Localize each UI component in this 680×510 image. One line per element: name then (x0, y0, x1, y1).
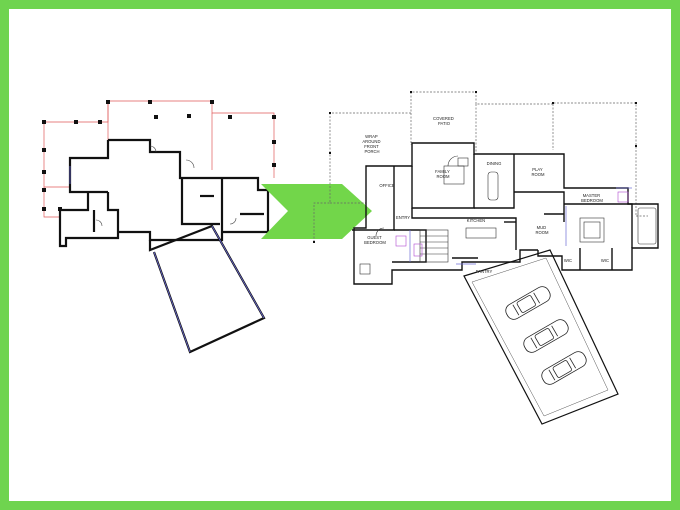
before-columns (42, 100, 276, 211)
label-wrap-porch: WRAP AROUND FRONT PORCH (362, 134, 381, 154)
after-walls (352, 142, 659, 285)
after-garage (463, 249, 619, 425)
label-entry: ENTRY (396, 215, 410, 220)
label-mud-room: MUD ROOM (535, 225, 549, 235)
room-labels: WRAP AROUND FRONT PORCH COVERED PATIO FA… (362, 116, 609, 274)
after-furniture (359, 155, 657, 275)
label-play-room: PLAY ROOM (531, 167, 545, 177)
after-bath-fixtures (395, 191, 629, 257)
transform-arrow (261, 184, 372, 239)
before-doors (95, 145, 237, 227)
after-floor-plan: WRAP AROUND FRONT PORCH COVERED PATIO FA… (313, 91, 659, 425)
garage-cars (505, 286, 587, 385)
label-covered-patio: COVERED PATIO (433, 116, 455, 126)
label-kitchen: KITCHEN (467, 218, 485, 223)
after-columns (313, 91, 637, 243)
before-windows (69, 166, 265, 353)
label-dining: DINING (487, 161, 502, 166)
label-pantry: PANTRY (476, 269, 493, 274)
label-office: OFFICE (379, 183, 395, 188)
label-guest-bedroom: GUEST BEDROOM (364, 235, 386, 245)
before-walls (58, 138, 270, 354)
after-windows (409, 187, 632, 265)
label-wic-left: WIC (564, 258, 572, 263)
label-wic-right: WIC (601, 258, 609, 263)
label-family-room: FAMILY ROOM (435, 169, 451, 179)
label-master-bedroom: MASTER BEDROOM (581, 193, 603, 203)
before-floor-plan (42, 100, 276, 354)
